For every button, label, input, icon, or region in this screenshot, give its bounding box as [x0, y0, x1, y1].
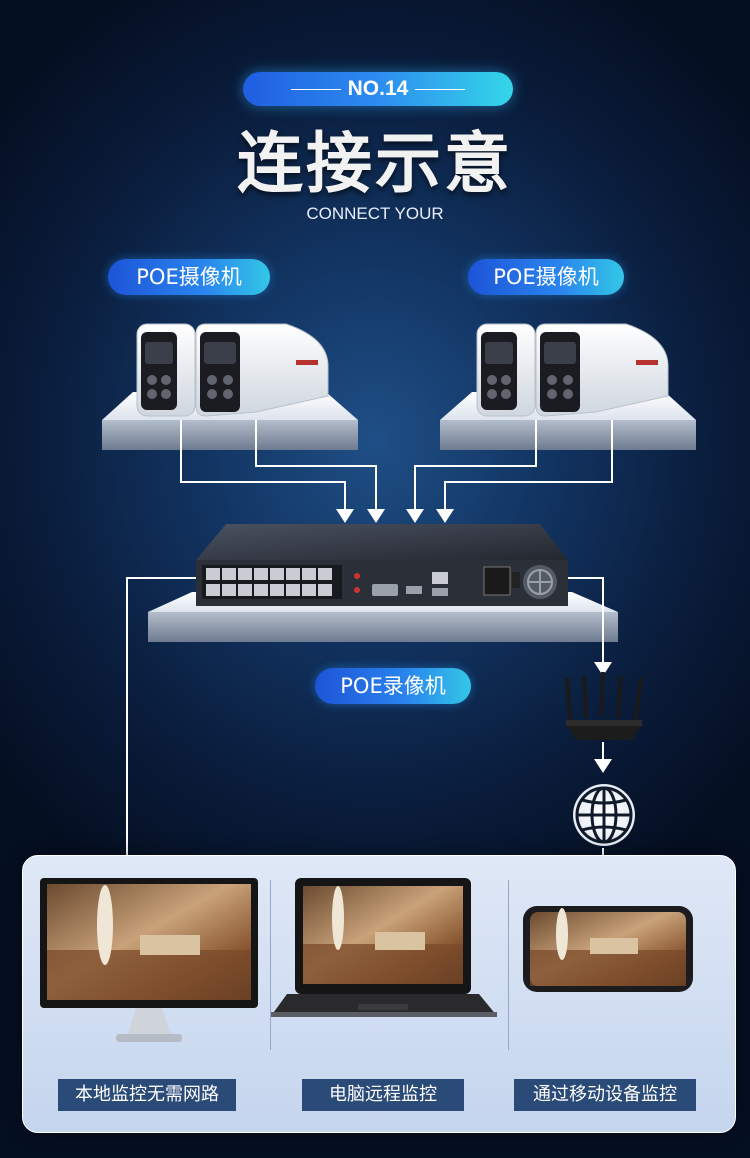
panel-divider	[508, 880, 509, 1050]
badge-text: NO.14	[347, 77, 409, 100]
right-camera-label: POE摄像机	[468, 259, 624, 295]
globe-icon	[573, 784, 635, 846]
panel-divider	[270, 880, 271, 1050]
camera-icon	[136, 323, 196, 417]
camera-cables	[180, 420, 613, 510]
monitor-icon	[40, 878, 258, 1042]
page-title: 连接示意	[237, 125, 513, 202]
phone-icon	[523, 906, 693, 992]
camera-icon	[476, 323, 536, 417]
left-camera-label: POE摄像机	[108, 259, 270, 295]
output-label-local: 本地监控无需网路	[58, 1079, 236, 1111]
nvr-icon	[196, 524, 568, 606]
laptop-icon	[271, 878, 497, 1017]
down-arrow-icon	[336, 509, 454, 523]
output-label-computer: 电脑远程监控	[302, 1079, 464, 1111]
router-icon	[565, 671, 643, 740]
badge-left-line	[291, 89, 341, 90]
output-label-mobile: 通过移动设备监控	[514, 1079, 696, 1111]
badge-right-line	[415, 89, 465, 90]
camera-icon	[535, 323, 669, 417]
camera-icon	[195, 323, 329, 417]
nvr-label: POE录像机	[315, 668, 471, 704]
local-output-cable	[126, 577, 196, 872]
page-subtitle: CONNECT YOUR	[306, 204, 444, 223]
section-badge: NO.14	[243, 72, 513, 106]
